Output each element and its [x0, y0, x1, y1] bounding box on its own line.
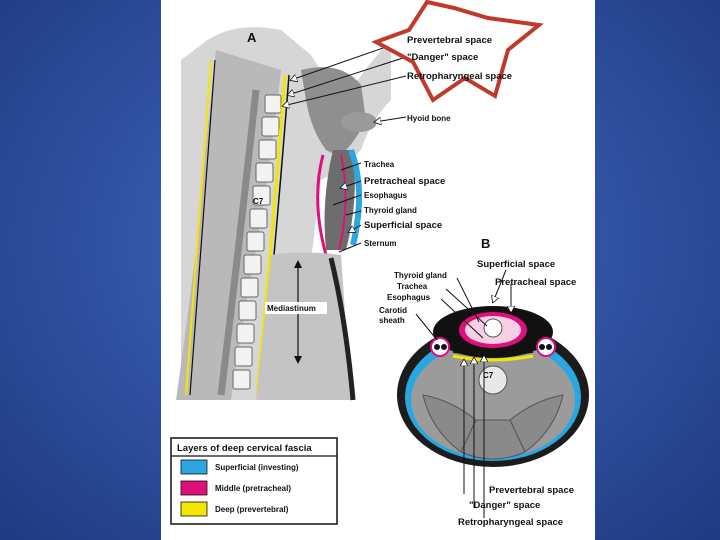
vertebra-b: [478, 365, 508, 395]
superficial-fascia-a: [348, 148, 362, 246]
thyroid-label-a: Thyroid gland: [364, 206, 417, 215]
thyroid-label-b: Thyroid gland: [394, 271, 447, 280]
prevertebral-label-a: Prevertebral space: [407, 35, 492, 46]
sagittal-view: A C7 Mediastinum Hyoid bone Trachea Pret…: [176, 27, 451, 401]
sternum: [328, 257, 356, 401]
legend-swatch-middle: [180, 480, 208, 496]
mediastinum-label: Mediastinum: [267, 304, 316, 313]
panel-a-label: A: [247, 30, 257, 45]
legend-item-deep: Deep (prevertebral): [215, 505, 289, 514]
legend: Layers of deep cervical fascia Superfici…: [170, 437, 338, 525]
sternum-label: Sternum: [364, 239, 396, 248]
axial-view: B C7 Superficial space Pretracheal space…: [379, 236, 589, 528]
spinal-cord: [217, 89, 260, 396]
posterior-neck: [176, 50, 281, 400]
figure-panel: A C7 Mediastinum Hyoid bone Trachea Pret…: [161, 0, 595, 540]
danger-label-b: "Danger" space: [469, 500, 540, 511]
danger-label-a: "Danger" space: [407, 52, 478, 63]
middle-fascia-a2: [338, 154, 347, 251]
star-highlight: [371, 0, 544, 103]
retropharyngeal-label-a: Retropharyngeal space: [407, 71, 512, 82]
pretracheal-label-a: Pretracheal space: [364, 176, 445, 187]
esophagus-label-a: Esophagus: [364, 191, 408, 200]
danger-line-b: [452, 351, 534, 356]
trachea-label-a: Trachea: [364, 160, 395, 169]
posterior-dark-line: [189, 59, 216, 396]
sheath-label-b: sheath: [379, 316, 405, 325]
c7-label-b: C7: [483, 371, 494, 380]
deep-cervical-fascia-diagram: A C7 Mediastinum Hyoid bone Trachea Pret…: [170, 0, 589, 528]
panel-b-label: B: [481, 236, 490, 251]
carotid-label-b: Carotid: [379, 306, 407, 315]
trachea-b: [483, 318, 503, 338]
chest: [256, 252, 351, 400]
superficial-label-a: Superficial space: [364, 220, 442, 231]
c7-label-a: C7: [253, 197, 264, 206]
prevertebral-label-b: Prevertebral space: [489, 485, 574, 496]
pretracheal-label-b: Pretracheal space: [495, 277, 576, 288]
superficial-label-b: Superficial space: [477, 259, 555, 270]
posterior-muscles: [422, 394, 564, 460]
legend-item-superficial: Superficial (investing): [215, 463, 299, 472]
legend-swatch-superficial: [180, 459, 208, 475]
deep-fascia-b: [452, 354, 534, 362]
legend-title: Layers of deep cervical fascia: [177, 443, 312, 454]
esophagus-label-b: Esophagus: [387, 293, 431, 302]
middle-fascia-a: [316, 154, 328, 256]
posterior-yellow-line: [185, 59, 212, 396]
mediastinum-label-bg: [265, 302, 327, 314]
trachea-label-b: Trachea: [397, 282, 428, 291]
callout-arrows-b: [415, 269, 511, 518]
trachea-region: [324, 150, 355, 250]
hyoid: [341, 112, 377, 132]
hyoid-label: Hyoid bone: [407, 114, 451, 123]
retropharyngeal-label-b: Retropharyngeal space: [458, 517, 563, 528]
vertebral-column: [232, 94, 282, 390]
legend-item-middle: Middle (pretracheal): [215, 484, 291, 493]
pharynx: [301, 67, 366, 155]
carotid-sheaths: [430, 337, 556, 357]
legend-swatch-deep: [180, 501, 208, 517]
